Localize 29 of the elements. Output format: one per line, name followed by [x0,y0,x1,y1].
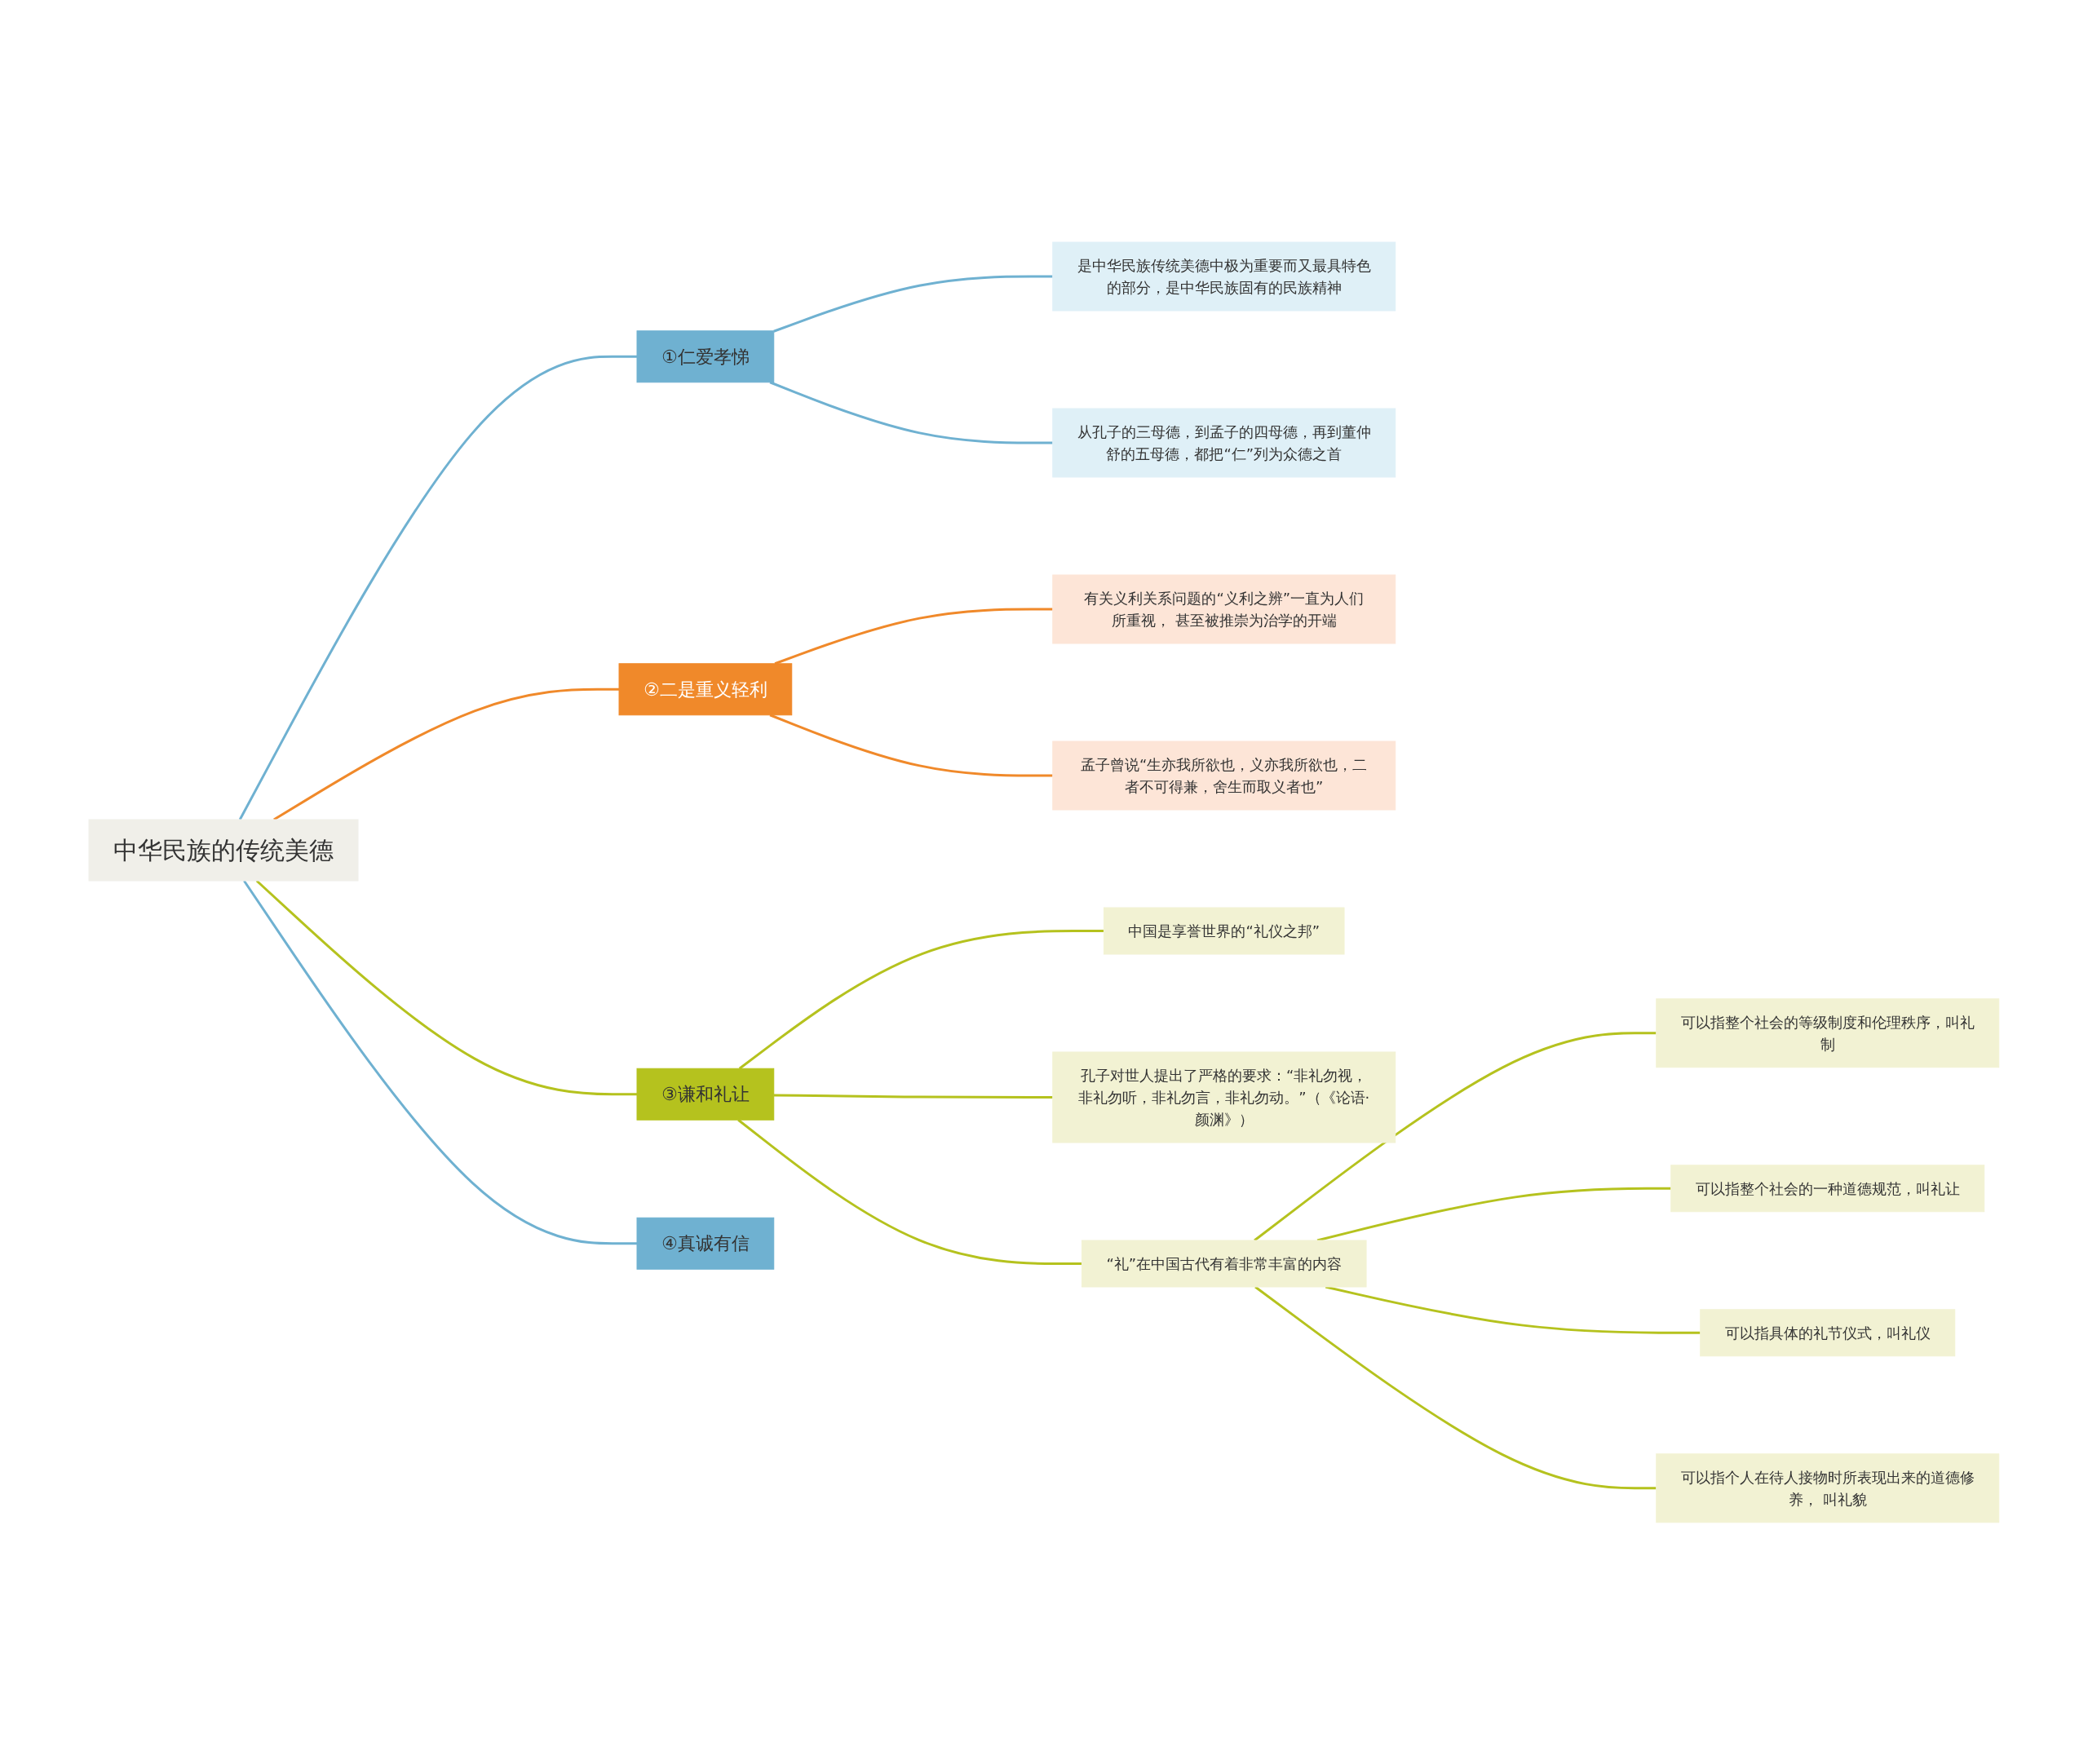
node-box: 中国是享誉世界的“礼仪之邦” [1104,907,1345,955]
node-box: 孔子对世人提出了严格的要求：“非礼勿视，非礼勿听，非礼勿言，非礼勿动。”（《论语·颜渊》） [1052,1051,1396,1143]
node-box: 可以指具体的礼节仪式，叫礼仪 [1700,1308,1956,1356]
node-box: “礼”在中国古代有着非常丰富的内容 [1082,1240,1367,1288]
connector [243,879,638,1245]
connector [1254,1031,1657,1241]
node-box: 可以指整个社会的等级制度和伦理秩序，叫礼制 [1656,997,2000,1068]
connector [773,275,1053,333]
node-box: 可以指整个社会的一种道德规范，叫礼让 [1670,1164,1985,1212]
connector [1254,1285,1657,1489]
node-box: 是中华民族传统美德中极为重要而又最具特色的部分，是中华民族固有的民族精神 [1052,241,1396,312]
connector [769,714,1053,777]
node-box: ③谦和礼让 [636,1068,775,1121]
connector [255,879,638,1095]
connector [773,1094,1053,1099]
connector [774,608,1053,665]
connector [238,355,638,820]
connector [737,1118,1082,1265]
node-box: ④真诚有信 [636,1217,775,1270]
node-box: 中华民族的传统美德 [88,819,359,882]
node-box: 可以指个人在待人接物时所表现出来的道德修养， 叫礼貌 [1656,1452,2000,1523]
node-box: 有关义利关系问题的“义利之辨”一直为人们所重视， 甚至被推崇为治学的开端 [1052,574,1396,644]
connector [273,687,620,820]
node-box: ②二是重义轻利 [618,662,793,715]
node-box: 孟子曾说“生亦我所欲也，义亦我所欲也，二者不可得兼，舍生而取义者也” [1052,741,1396,811]
node-box: 从孔子的三母德，到孟子的四母德，再到董仲舒的五母德，都把“仁”列为众德之首 [1052,408,1396,478]
node-box: ①仁爱孝悌 [636,329,775,382]
connector [1325,1285,1701,1334]
connector [769,381,1053,444]
